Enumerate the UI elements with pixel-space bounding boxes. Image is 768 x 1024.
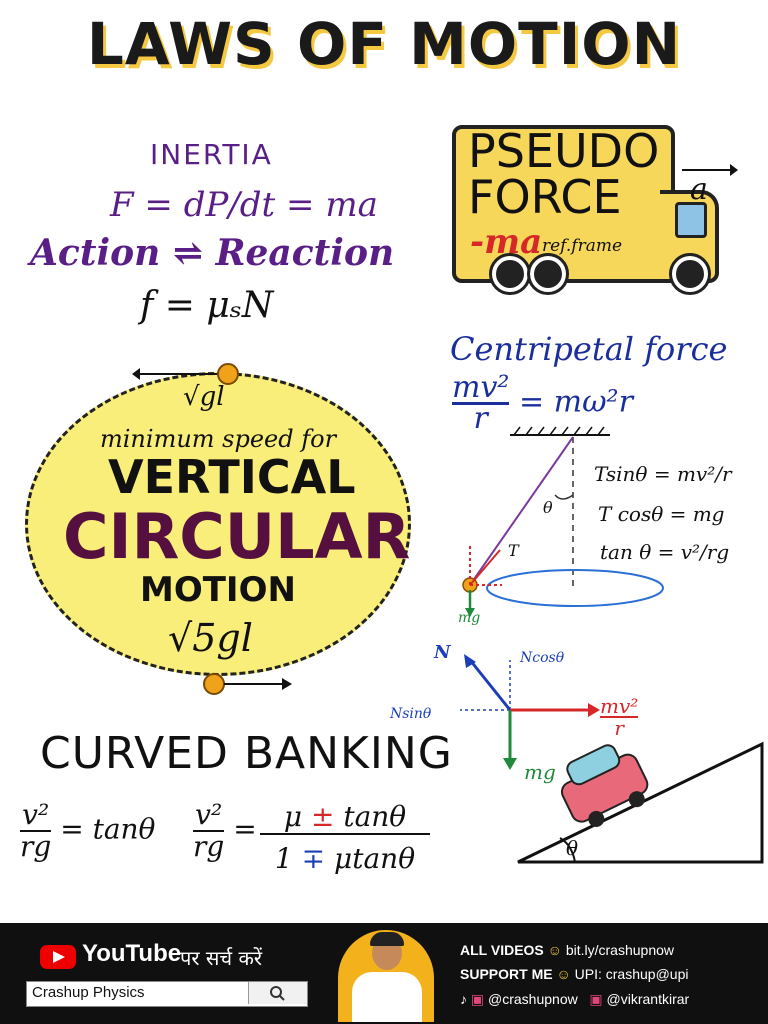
cp-eq-rhs: = mω²r — [518, 384, 633, 420]
support-label: SUPPORT ME — [460, 966, 553, 982]
truck-body — [452, 125, 675, 283]
all-videos-line: ALL VIDEOS ☺ bit.ly/crashupnow — [460, 942, 674, 958]
eq2-pm: ± — [310, 800, 335, 833]
all-videos-link[interactable]: bit.ly/crashupnow — [565, 942, 675, 958]
truck-window — [675, 202, 707, 238]
truck-wheel-icon — [489, 253, 531, 295]
inertia-heading: INERTIA — [150, 138, 273, 171]
search-value: Crashup Physics — [32, 984, 145, 1001]
cp-eq-num: mv² — [452, 370, 510, 405]
search-icon — [270, 986, 285, 1001]
page-title: LAWS OF MOTION — [86, 10, 682, 78]
smile-icon: ☺ — [547, 942, 562, 958]
force-Nsin: Nsinθ — [390, 706, 432, 722]
pseudo-line1: PSEUDO — [468, 124, 660, 178]
banking-title: CURVED BANKING — [40, 728, 453, 779]
vcm-line1: VERTICAL — [108, 450, 356, 504]
pendulum-tension: T — [508, 541, 519, 560]
pseudo-ma: -ma — [470, 222, 543, 262]
truck-wheel-icon — [527, 253, 569, 295]
top-min-speed: √gl — [183, 382, 225, 412]
force-mv-den: r — [614, 716, 624, 740]
tiktok-icon: ♪ — [460, 991, 467, 1007]
pendulum-mg: mg — [458, 610, 481, 626]
incline-angle: θ — [566, 836, 579, 860]
pseudo-line2: FORCE — [468, 170, 622, 224]
social-line: ♪ ▣ @crashupnow ▣ @vikrantkirar — [460, 991, 689, 1008]
centripetal-title: Centripetal force — [450, 330, 728, 368]
acceleration-label: a — [690, 172, 708, 207]
instagram-icon: ▣ — [470, 991, 485, 1007]
newton-second-law: F = dP/dt = ma — [110, 185, 378, 225]
acceleration-arrow-icon — [682, 164, 738, 176]
pendulum-theta: θ — [543, 498, 553, 517]
force-Ncos: Ncosθ — [520, 650, 565, 666]
bottom-min-speed: √5gl — [168, 616, 253, 660]
pendulum-eq-3: tan θ = v²/rg — [600, 540, 730, 564]
eq1-den: rg — [20, 830, 52, 863]
handle-crashup[interactable]: @crashupnow — [488, 991, 578, 1007]
avatar-body — [352, 972, 422, 1022]
pendulum-eq-1: Tsinθ = mv²/r — [594, 462, 732, 486]
top-velocity-arrow-icon — [132, 363, 239, 385]
vcm-line3: MOTION — [140, 570, 296, 610]
pseudo-ref-frame: ref.frame — [542, 236, 623, 256]
eq1-num: v² — [20, 800, 52, 832]
pseudo-force-label: PSEUDO FORCE — [468, 128, 659, 220]
min-speed-caption: minimum speed for — [100, 425, 337, 453]
upi-id: UPI: crashup@upi — [574, 966, 689, 982]
force-mv2r: mv² r — [600, 694, 639, 740]
eq2-lhs-num: v² — [193, 800, 225, 832]
centripetal-equation: mv² r = mω²r — [452, 370, 633, 436]
eq1-rhs: = tanθ — [60, 812, 156, 846]
eq2-one: 1 — [274, 842, 293, 875]
play-icon — [53, 951, 65, 963]
eq2-mutan: μtanθ — [334, 842, 416, 875]
banking-eq2-numerator: μ ± tanθ — [260, 800, 430, 835]
banking-eq1: v² rg = tanθ — [20, 800, 155, 862]
bottom-velocity-arrow-icon — [203, 673, 292, 695]
newton-third-law: Action ⇌ Reaction — [30, 232, 395, 274]
eq2-mp: ∓ — [301, 842, 326, 875]
force-N: N — [434, 642, 451, 663]
youtube-label: YouTube — [82, 940, 182, 967]
force-mv-num: mv² — [600, 694, 639, 718]
handle-vikrant[interactable]: @vikrantkirar — [606, 991, 690, 1007]
eq2-lhs-den: rg — [193, 830, 225, 863]
banking-eq2-denominator: 1 ∓ μtanθ — [260, 842, 430, 875]
pendulum-eq-2: T cosθ = mg — [598, 502, 725, 526]
eq2-tan: tanθ — [343, 800, 407, 833]
banking-eq2-lhs: v² rg = — [193, 800, 257, 862]
avatar-hair — [370, 932, 404, 946]
eq2-mu: μ — [283, 800, 303, 833]
vcm-line2: CIRCULAR — [63, 500, 411, 573]
truck-wheel-icon — [669, 253, 711, 295]
instagram-icon: ▣ — [589, 991, 603, 1007]
cp-eq-den: r — [473, 401, 488, 436]
search-hint: पर सर्च करें — [180, 946, 263, 970]
heart-face-icon: ☺ — [556, 966, 571, 982]
support-line: SUPPORT ME ☺ UPI: crashup@upi — [460, 966, 688, 982]
conical-pendulum-diagram — [462, 426, 664, 617]
eq2-equals: = — [233, 812, 257, 846]
all-videos-label: ALL VIDEOS — [460, 942, 544, 958]
force-mg: mg — [524, 760, 556, 784]
friction-formula: f = μₛN — [140, 285, 274, 326]
search-button[interactable] — [248, 982, 307, 1004]
banking-force-diagram — [460, 654, 764, 864]
